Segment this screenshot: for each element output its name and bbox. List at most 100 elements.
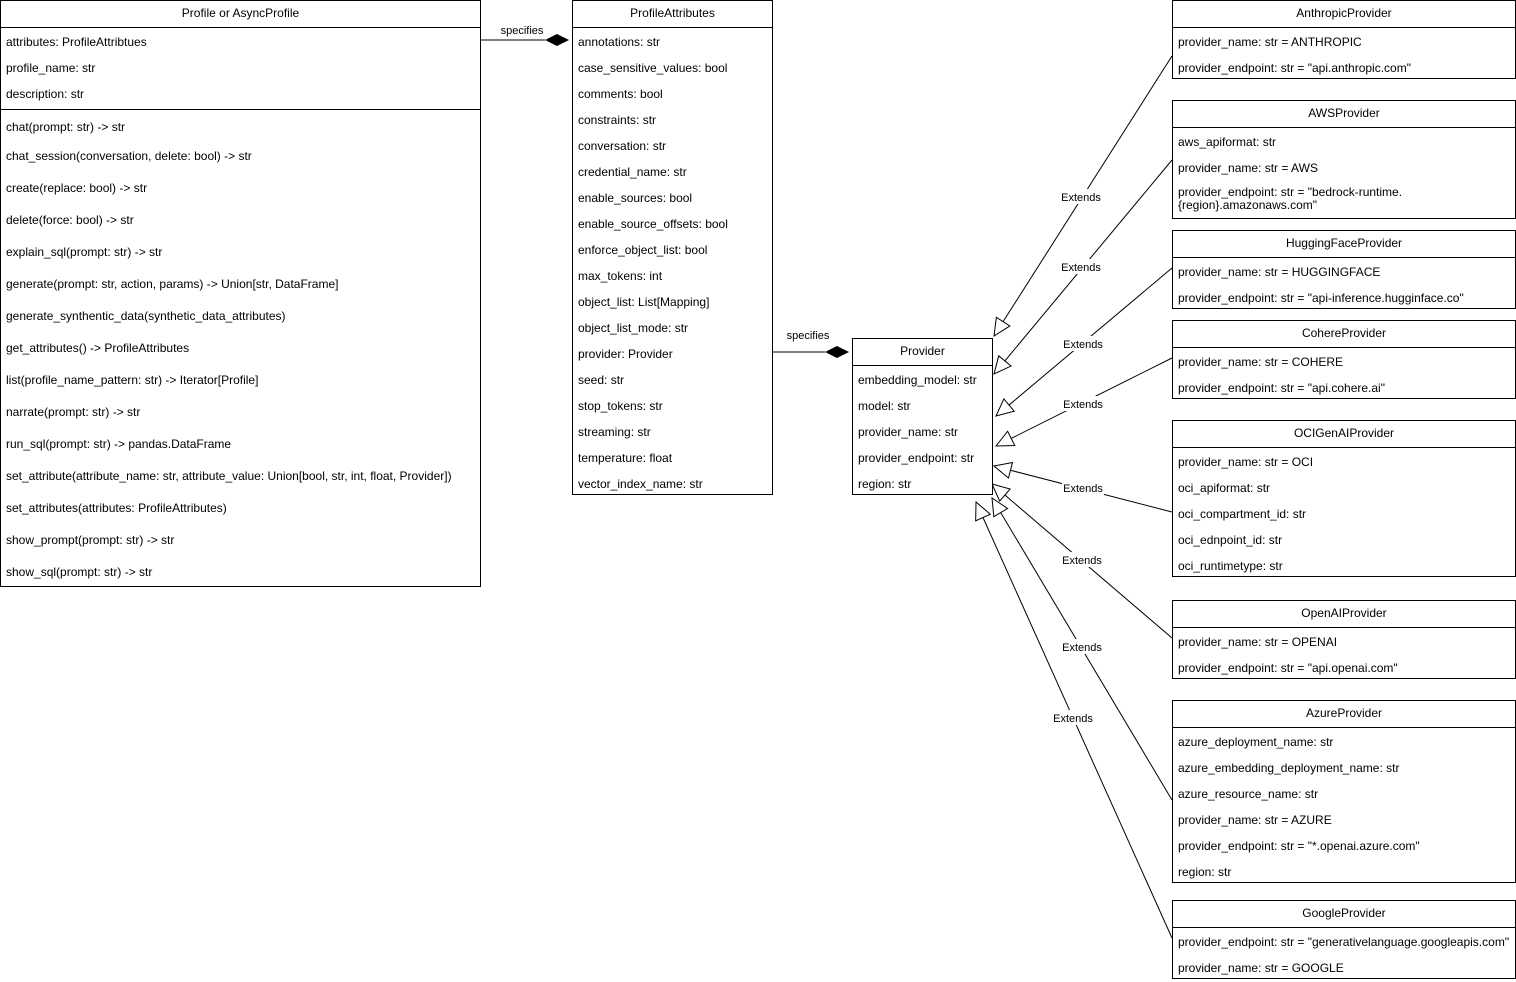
method-row: list(profile_name_pattern: str) -> Itera… [6,373,259,387]
method-row: narrate(prompt: str) -> str [6,405,141,419]
attributes-section: provider_name: str = HUGGINGFACE provide… [1173,258,1515,311]
attribute-row: comments: bool [578,87,663,101]
method-row: set_attributes(attributes: ProfileAttrib… [6,501,227,515]
extends-label: Extends [1062,642,1102,654]
method-row: get_attributes() -> ProfileAttributes [6,341,190,355]
method-row: chat_session(conversation, delete: bool)… [6,149,252,163]
attribute-row: provider_endpoint: str = "api-inference.… [1178,291,1464,305]
attribute-row: provider_name: str = OPENAI [1178,635,1338,649]
method-row: generate(prompt: str, action, params) ->… [6,277,339,291]
attribute-row: streaming: str [578,425,651,439]
class-title: Provider [853,339,992,366]
class-title: OCIGenAIProvider [1173,421,1515,448]
attributes-section: provider_name: str = OPENAI provider_end… [1173,628,1515,681]
extends-label: Extends [1053,713,1093,725]
class-google-provider: GoogleProvider provider_endpoint: str = … [1172,900,1516,979]
class-title: ProfileAttributes [573,1,772,28]
method-row: set_attribute(attribute_name: str, attri… [6,469,452,483]
attribute-row: azure_embedding_deployment_name: str [1178,761,1400,775]
class-azure-provider: AzureProvider azure_deployment_name: str… [1172,700,1516,883]
attributes-section: attributes: ProfileAttribtues profile_na… [1,28,480,109]
attribute-row: provider_name: str = OCI [1178,455,1314,469]
generalization-arrowhead [991,483,1012,503]
attribute-row: enforce_object_list: bool [578,243,708,257]
attribute-row: azure_resource_name: str [1178,787,1319,801]
class-provider: Provider embedding_model: str model: str… [852,338,993,495]
attribute-row: object_list_mode: str [578,321,689,335]
attribute-row: max_tokens: int [578,269,663,283]
extends-label: Extends [1062,555,1102,567]
class-title: HuggingFaceProvider [1173,231,1515,258]
specifies-label-1: specifies [501,25,544,37]
attribute-row: provider_endpoint: str = "*.openai.azure… [1178,839,1420,853]
extends-label: Extends [1061,192,1101,204]
extends-label: Extends [1061,262,1101,274]
attribute-row: profile_name: str [6,61,96,75]
attribute-row: attributes: ProfileAttribtues [6,35,147,49]
generalization-arrowhead [995,398,1016,417]
attribute-row: temperature: float [578,451,673,465]
attribute-row: annotations: str [578,35,661,49]
composition-diamond [825,346,849,358]
attribute-row: provider: Provider [578,347,673,361]
attribute-row: provider_endpoint: str = "api.anthropic.… [1178,61,1411,75]
class-title: AWSProvider [1173,101,1515,128]
attribute-row: enable_source_offsets: bool [578,217,728,231]
attribute-row: seed: str [578,373,625,387]
attribute-row: model: str [858,399,911,413]
attribute-row: stop_tokens: str [578,399,663,413]
attribute-row: azure_deployment_name: str [1178,735,1334,749]
attributes-section: provider_name: str = COHERE provider_end… [1173,348,1515,401]
method-row: chat(prompt: str) -> str [6,120,126,134]
attribute-row: oci_apiformat: str [1178,481,1271,495]
extends-google-line [982,517,1173,939]
attribute-row: constraints: str [578,113,657,127]
generalization-arrowhead [975,500,992,522]
attribute-row: oci_compartment_id: str [1178,507,1307,521]
class-cohere-provider: CohereProvider provider_name: str = COHE… [1172,320,1516,399]
attribute-row: embedding_model: str [858,373,977,387]
attribute-row: provider_endpoint: str [858,451,975,465]
generalization-arrowhead [991,496,1009,518]
class-ocigenai-provider: OCIGenAIProvider provider_name: str = OC… [1172,420,1516,577]
specifies-label-2: specifies [787,330,830,342]
class-huggingface-provider: HuggingFaceProvider provider_name: str =… [1172,230,1516,309]
attribute-row: oci_runtimetype: str [1178,559,1283,573]
extends-label: Extends [1063,339,1103,351]
attributes-section: azure_deployment_name: str azure_embeddi… [1173,728,1515,885]
class-openai-provider: OpenAIProvider provider_name: str = OPEN… [1172,600,1516,679]
attribute-row: provider_name: str = ANTHROPIC [1178,35,1362,49]
generalization-arrowhead [992,461,1014,479]
attribute-row: provider_name: str = COHERE [1178,355,1344,369]
attribute-row: provider_name: str = GOOGLE [1178,961,1344,975]
extends-label: Extends [1063,483,1103,495]
attribute-row: region: str [1178,865,1232,879]
attributes-section: aws_apiformat: str provider_name: str = … [1173,128,1515,217]
generalization-arrowhead [993,316,1011,337]
attribute-row: provider_endpoint: str = "generativelang… [1178,935,1510,949]
attribute-row: case_sensitive_values: bool [578,61,728,75]
method-row: generate_synthentic_data(synthetic_data_… [6,309,286,323]
methods-section: chat(prompt: str) -> str chat_session(co… [1,109,480,588]
attributes-section: provider_name: str = ANTHROPIC provider_… [1173,28,1515,81]
attribute-row: oci_ednpoint_id: str [1178,533,1283,547]
method-row: show_sql(prompt: str) -> str [6,565,153,579]
attributes-section: embedding_model: str model: str provider… [853,366,992,497]
attribute-row: region: str [858,477,912,491]
class-anthropic-provider: AnthropicProvider provider_name: str = A… [1172,0,1516,79]
method-row: show_prompt(prompt: str) -> str [6,533,175,547]
attribute-row: provider_endpoint: str = "bedrock-runtim… [1178,185,1403,212]
class-title: GoogleProvider [1173,901,1515,928]
method-row: delete(force: bool) -> str [6,213,134,227]
class-title: Profile or AsyncProfile [1,1,480,28]
attribute-row: object_list: List[Mapping] [578,295,710,309]
class-title: CohereProvider [1173,321,1515,348]
generalization-arrowhead [994,430,1016,447]
class-title: OpenAIProvider [1173,601,1515,628]
attribute-row: conversation: str [578,139,667,153]
class-profile: Profile or AsyncProfile attributes: Prof… [0,0,481,587]
extends-azure-line [1000,512,1173,801]
attributes-section: provider_endpoint: str = "generativelang… [1173,928,1515,981]
attributes-section: annotations: str case_sensitive_values: … [573,28,772,497]
composition-diamond [545,34,569,46]
